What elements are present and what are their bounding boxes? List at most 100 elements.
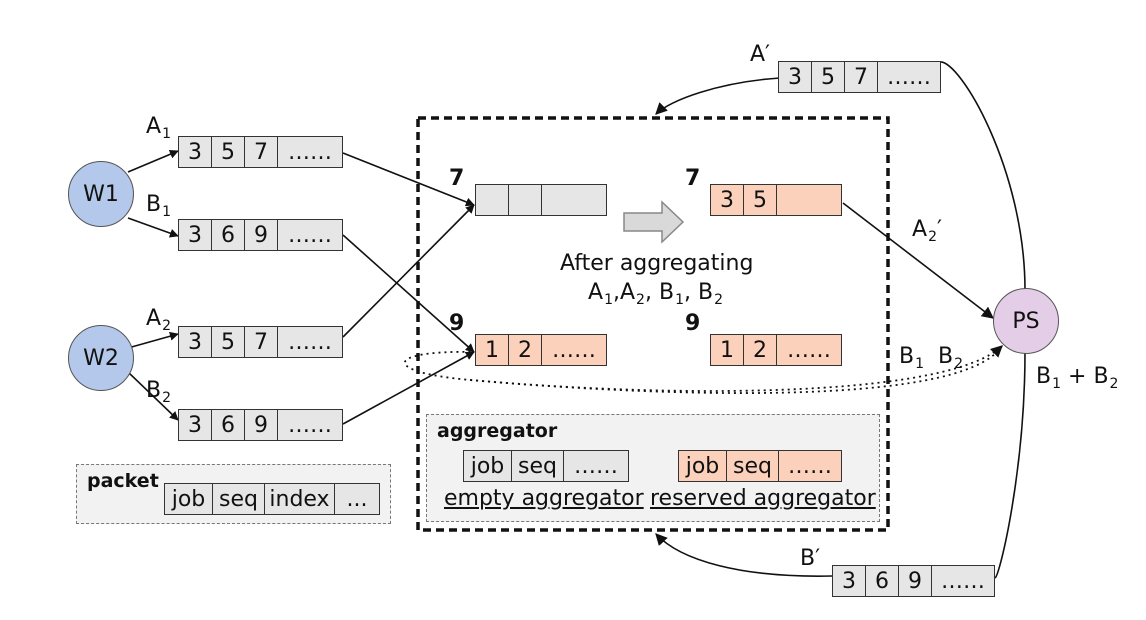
empty-aggregator-sample: job seq ……	[463, 450, 629, 482]
label-b1-plus-b2: B1 + B2	[1036, 364, 1119, 392]
label-a1: A1	[146, 114, 171, 142]
packet-cell: ……	[887, 64, 931, 90]
legend-cell: seq	[727, 451, 779, 481]
edge-w1-b1	[127, 217, 179, 238]
worker-w2: W2	[68, 325, 134, 391]
aggregator-cell: 2	[744, 335, 777, 365]
edge-a-prime-to-switch	[655, 77, 781, 115]
packet-cell: 3	[179, 137, 212, 167]
packet-cell: 9	[245, 220, 278, 250]
aggregator-cell	[476, 185, 509, 215]
edge-ps-to-a-prime	[939, 61, 1026, 291]
edge-slot7-ps	[842, 202, 994, 319]
legend-cell: job	[679, 451, 727, 481]
packet-cell: ……	[941, 568, 985, 594]
caption-line1: After aggregating	[560, 251, 754, 276]
legend-cell: seq	[512, 451, 564, 481]
aggregator-cell: 3	[711, 185, 744, 215]
aggregator-slot7-before	[475, 184, 607, 216]
legend-cell: ...	[346, 486, 368, 512]
edge-b-prime-to-switch	[655, 533, 833, 577]
aggregator-cell: ……	[552, 337, 596, 363]
edge-ps-to-b-prime	[994, 351, 1026, 579]
aggregator-legend-title: aggregator	[437, 420, 558, 442]
packet-b1: 3 6 9 ……	[178, 219, 343, 251]
empty-aggregator-caption: empty aggregator	[444, 486, 644, 511]
slot-index-7-before: 7	[449, 166, 465, 191]
caption-line2: A1,A2, B1, B2	[588, 280, 723, 308]
packet-cell: 6	[212, 220, 245, 250]
aggregator-cell: 2	[509, 335, 542, 365]
packet-cell: 9	[899, 566, 932, 596]
switch-border	[416, 116, 890, 532]
packet-cell: 3	[179, 327, 212, 357]
aggregator-cell	[542, 185, 606, 215]
packet-b-prime: 3 6 9 ……	[832, 565, 995, 597]
packet-cell: 3	[779, 62, 812, 92]
edge-b2-slot9	[342, 351, 475, 425]
label-b-prime: B′	[800, 546, 821, 571]
aggregator-slot9-after: 1 2 ……	[710, 334, 842, 366]
reserved-aggregator-caption: reserved aggregator	[650, 486, 876, 511]
aggregator-slot7-after: 3 5	[710, 184, 842, 216]
packet-cell: ……	[288, 412, 332, 438]
ps-label: PS	[1012, 308, 1040, 334]
packet-a-prime: 3 5 7 ……	[778, 61, 941, 93]
packet-cell: 3	[179, 410, 212, 440]
edge-b1-slot9	[342, 234, 475, 353]
legend-cell: ……	[574, 453, 618, 479]
label-b1-b2: B1 B2	[899, 344, 964, 372]
legend-cell: index	[265, 484, 335, 514]
packet-cell: 7	[845, 62, 878, 92]
aggregator-cell: 1	[711, 335, 744, 365]
packet-a2: 3 5 7 ……	[178, 326, 343, 358]
packet-cell: 6	[212, 410, 245, 440]
packet-cell: ……	[288, 139, 332, 165]
packet-legend-title: packet	[87, 470, 159, 492]
legend-cell: job	[464, 451, 512, 481]
reserved-aggregator-sample: job seq ……	[678, 450, 842, 482]
worker-w1-label: W1	[83, 181, 119, 207]
label-a2-prime: A2′	[912, 217, 942, 245]
aggregator-cell: ……	[787, 337, 831, 363]
edge-a1-slot7	[342, 152, 475, 207]
parameter-server: PS	[993, 288, 1059, 354]
edge-w1-a1	[127, 149, 179, 173]
packet-cell: 5	[212, 327, 245, 357]
aggregator-slot9-before: 1 2 ……	[475, 334, 607, 366]
aggregator-cell: 1	[476, 335, 509, 365]
aggregator-cell	[509, 185, 542, 215]
label-a-prime: A′	[750, 42, 771, 67]
packet-cell: 9	[245, 410, 278, 440]
legend-cell: job	[165, 484, 213, 514]
packet-cell: 5	[212, 137, 245, 167]
packet-cell: 7	[245, 327, 278, 357]
aggregation-arrow-icon	[623, 200, 685, 244]
packet-cell: 7	[245, 137, 278, 167]
packet-b2: 3 6 9 ……	[178, 409, 343, 441]
edge-w2-b2	[127, 371, 179, 421]
aggregator-cell	[777, 185, 841, 215]
legend-cell: seq	[213, 484, 265, 514]
packet-cell: ……	[288, 222, 332, 248]
slot-index-9-after: 9	[685, 311, 701, 336]
packet-a1: 3 5 7 ……	[178, 136, 343, 168]
edge-a2-slot7	[342, 204, 475, 338]
packet-cell: 6	[866, 566, 899, 596]
packet-format-sample: job seq index ...	[164, 483, 380, 515]
slot-index-7-after: 7	[685, 166, 701, 191]
aggregator-cell: 5	[744, 185, 777, 215]
edge-loop-to-ps	[469, 345, 1003, 392]
worker-w1: W1	[68, 161, 134, 227]
packet-cell: 3	[833, 566, 866, 596]
packet-cell: ……	[288, 329, 332, 355]
label-a2: A2	[146, 306, 171, 334]
slot-index-9-before: 9	[449, 311, 465, 336]
legend-cell: ……	[788, 453, 832, 479]
edge-w2-a2	[127, 331, 179, 349]
worker-w2-label: W2	[83, 345, 119, 371]
label-b2: B2	[146, 378, 172, 406]
packet-cell: 3	[179, 220, 212, 250]
